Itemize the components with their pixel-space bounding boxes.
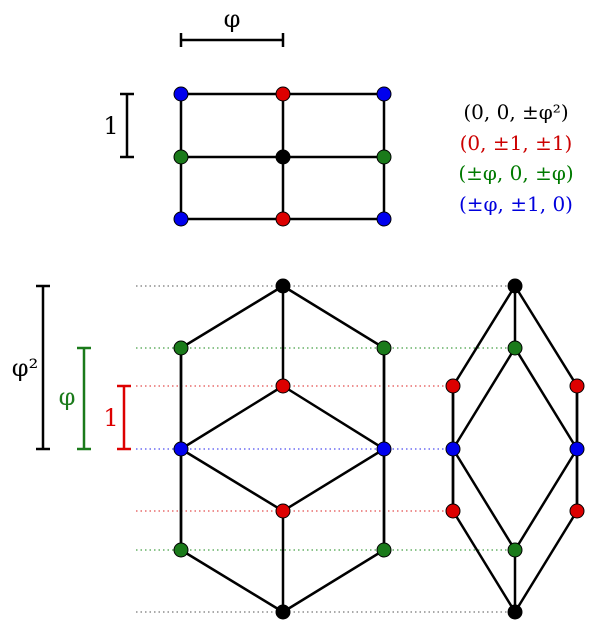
- side-view: [445, 278, 585, 620]
- legend-black: (0, 0, ±φ²): [463, 100, 568, 124]
- scale-one: [117, 384, 131, 451]
- top-projection: φ 1: [103, 5, 392, 227]
- vertex-green: [376, 340, 392, 356]
- side-view-vertices: [445, 278, 585, 620]
- vertex-red: [569, 503, 585, 519]
- legend-blue: (±φ, ±1, 0): [459, 192, 573, 216]
- scale-one-label: 1: [103, 404, 118, 432]
- legend-green: (±φ, 0, ±φ): [458, 161, 573, 185]
- unit-height-label: 1: [103, 112, 118, 140]
- vertex-green: [173, 340, 189, 356]
- vertex-red: [445, 503, 461, 519]
- vertex-black: [507, 278, 523, 294]
- phi-width-label: φ: [224, 5, 241, 33]
- vertex-blue: [173, 441, 189, 457]
- level-guides: [136, 285, 515, 613]
- vertex-green: [173, 542, 189, 558]
- vertex-green: [376, 542, 392, 558]
- vertex-blue: [376, 211, 392, 227]
- scale-phi: [77, 346, 91, 451]
- vertex-blue: [376, 86, 392, 102]
- unit-height-bar: [120, 92, 134, 159]
- vertex-blue: [173, 211, 189, 227]
- front-view-edges: [179, 284, 386, 614]
- vertex-blue: [569, 441, 585, 457]
- vertex-green: [507, 542, 523, 558]
- vertex-red: [275, 86, 291, 102]
- scale-phi-squared: [36, 284, 50, 451]
- top-vertices: [173, 86, 392, 227]
- vertex-red: [275, 378, 291, 394]
- vertex-blue: [376, 441, 392, 457]
- coordinate-legend: (0, 0, ±φ²) (0, ±1, ±1) (±φ, 0, ±φ) (±φ,…: [458, 100, 573, 216]
- vertex-green: [376, 149, 392, 165]
- front-view-vertices: [173, 278, 392, 620]
- scale-phi-squared-label: φ²: [12, 354, 38, 382]
- vertex-blue: [445, 441, 461, 457]
- vertex-red: [569, 378, 585, 394]
- vertex-green: [507, 340, 523, 356]
- vertex-black: [275, 278, 291, 294]
- vertex-black: [507, 604, 523, 620]
- vertex-red: [275, 211, 291, 227]
- vertex-blue: [173, 86, 189, 102]
- side-view-edges: [451, 284, 579, 614]
- vertex-black: [275, 604, 291, 620]
- legend-red: (0, ±1, ±1): [460, 131, 573, 155]
- vertex-red: [445, 378, 461, 394]
- vertex-black: [275, 149, 291, 165]
- phi-width-bar: [179, 33, 285, 47]
- vertex-green: [173, 149, 189, 165]
- vertex-red: [275, 503, 291, 519]
- front-view: [173, 278, 392, 620]
- scale-phi-label: φ: [59, 383, 76, 411]
